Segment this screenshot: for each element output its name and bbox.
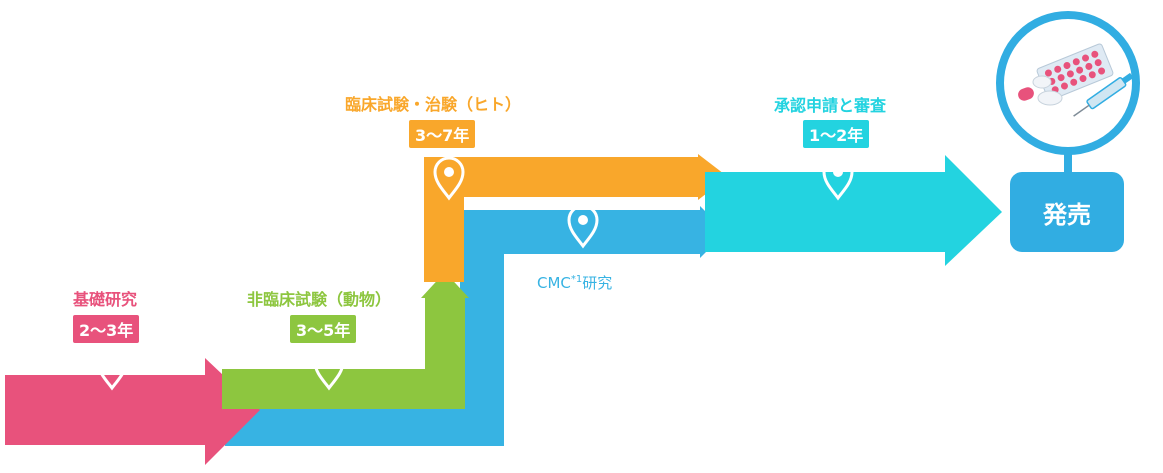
- location-pin-icon: [822, 156, 854, 201]
- nonclinical-track: [222, 295, 465, 409]
- cmc-footnote-mark: *1: [570, 274, 583, 285]
- clinical-title: 臨床試験・治験（ヒト）: [345, 95, 522, 114]
- clinical-duration: 3～7年: [409, 120, 476, 148]
- approval-duration: 1～2年: [803, 120, 870, 148]
- approval-arrowhead: [945, 155, 1002, 266]
- nonclinical-arrowhead: [421, 272, 469, 298]
- approval-title: 承認申請と審査: [774, 96, 887, 115]
- nonclinical-duration: 3～5年: [290, 315, 357, 343]
- location-pin-icon: [433, 156, 465, 201]
- release-box: 発売: [1010, 172, 1124, 252]
- location-pin-icon: [313, 346, 345, 391]
- cmc-abbr: CMC: [537, 274, 571, 292]
- basic-research-arrowhead: [205, 358, 260, 465]
- clinical-track: [424, 157, 700, 282]
- location-pin-icon: [567, 204, 599, 249]
- nonclinical-title: 非臨床試験（動物）: [247, 290, 392, 309]
- basic-research-duration: 2～3年: [73, 315, 140, 343]
- release-label: 発売: [1043, 200, 1091, 229]
- basic-research-title: 基礎研究: [73, 290, 138, 309]
- cmc-suffix: 研究: [582, 274, 613, 292]
- location-pin-icon: [96, 346, 128, 391]
- cmc-research-label: CMC*1研究: [537, 272, 612, 293]
- basic-research-bar: [5, 375, 210, 445]
- medicine-icon: [1018, 43, 1134, 117]
